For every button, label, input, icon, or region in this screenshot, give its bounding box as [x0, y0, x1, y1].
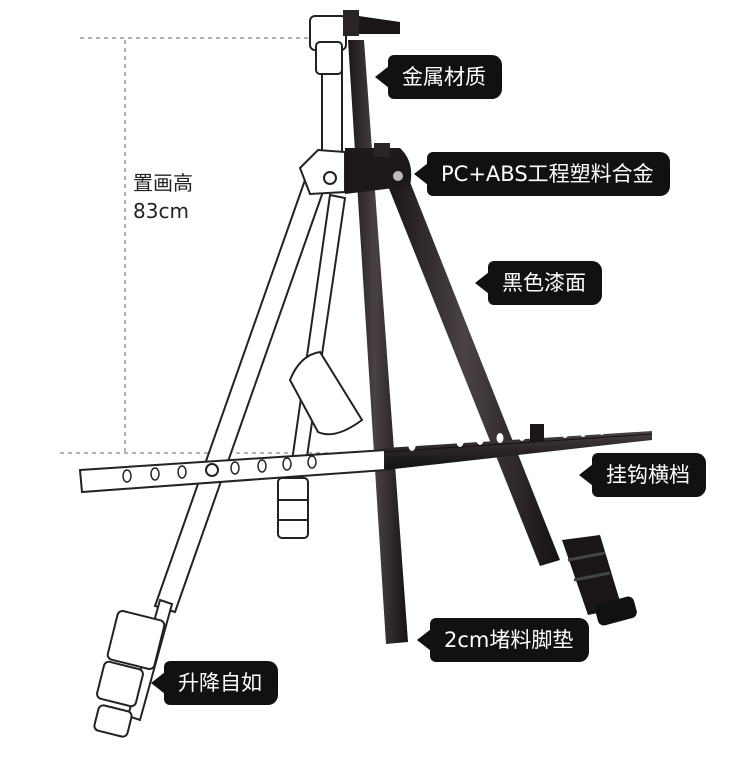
strap [288, 350, 364, 436]
crossbar [78, 424, 653, 494]
crossbar-holes [122, 455, 317, 483]
right-front-leg [388, 182, 637, 626]
callout-joint: PC+ABS工程塑料合金 [414, 152, 670, 196]
dimension-label: 置画高 [133, 171, 193, 195]
callout-crossbar: 挂钩横档 [579, 453, 706, 497]
crossbar-holes-dark [408, 425, 606, 451]
callout-legs: 升降自如 [151, 661, 278, 705]
dark-mast [343, 10, 408, 644]
top-joint [298, 143, 412, 196]
callout-finish: 黑色漆面 [475, 261, 602, 305]
dimension-value: 83cm [133, 199, 189, 223]
callout-feet: 2cm堵料脚垫 [416, 618, 590, 662]
callout-material: 金属材质 [375, 55, 502, 99]
